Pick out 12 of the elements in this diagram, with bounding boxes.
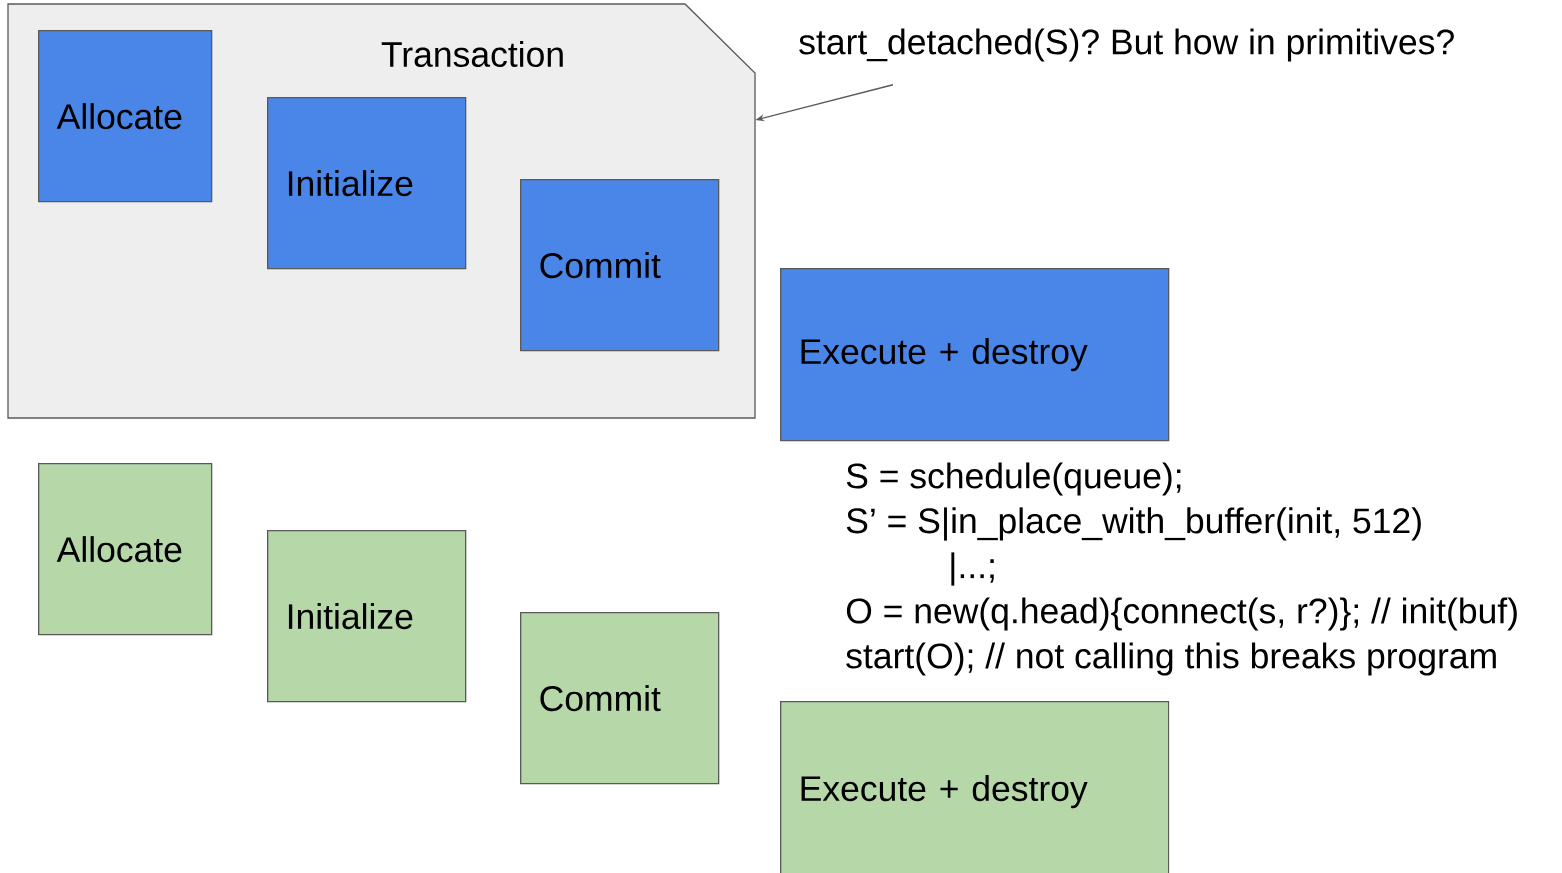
process-box: Commit <box>520 612 720 785</box>
process-box: Execute + destroy <box>780 268 1170 442</box>
code-line: S’ = S|in_place_with_buffer(init, 512) <box>846 507 1421 541</box>
process-box: Initialize <box>267 530 467 703</box>
process-box: Initialize <box>267 97 467 270</box>
process-box: Allocate <box>38 30 213 203</box>
process-box: Commit <box>520 179 720 352</box>
code-line: O = new(q.head){connect(s, r?)}; // init(buf) <box>846 597 1517 631</box>
note-text: start_detached(S)? But how in primitives? <box>799 28 1454 62</box>
process-box: Execute + destroy <box>780 701 1170 873</box>
process-box: Allocate <box>38 463 213 636</box>
code-line: |...; <box>951 552 994 586</box>
